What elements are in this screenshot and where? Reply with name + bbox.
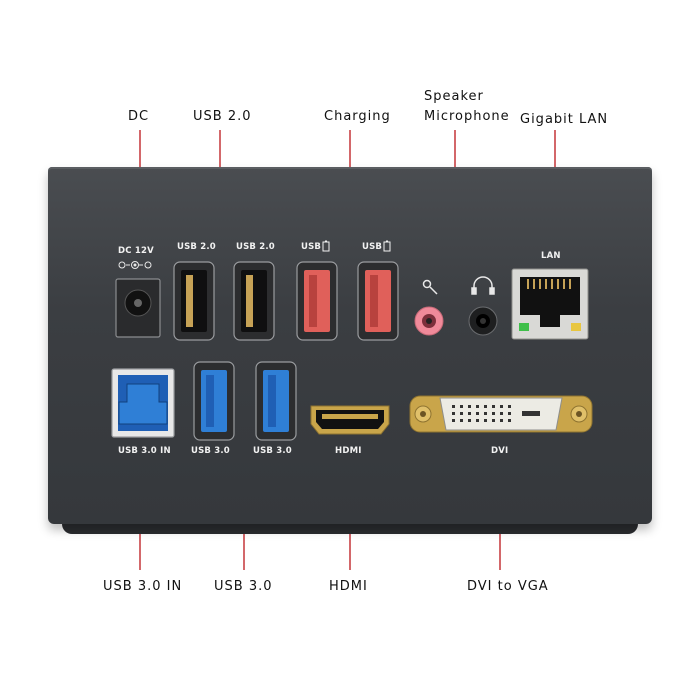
callout-gigabit-lan: Gigabit LAN [520, 112, 609, 127]
callout-usb30-in: USB 3.0 IN [103, 579, 183, 594]
microphone-icon [422, 279, 438, 295]
dvi-port[interactable] [409, 395, 593, 433]
callout-dc: DC [128, 109, 150, 124]
usb20-port-2[interactable] [233, 261, 275, 341]
panel-label-charge-a: USB [301, 242, 322, 252]
callout-dvi-to-vga: DVI to VGA [467, 579, 549, 594]
usb20-port-1[interactable] [173, 261, 215, 341]
headphone-icon [471, 276, 495, 295]
callout-usb30: USB 3.0 [214, 579, 273, 594]
callout-microphone: Microphone [424, 109, 510, 124]
lan-link-led [519, 323, 529, 331]
lan-activity-led [571, 323, 581, 331]
usb30-port-2[interactable] [255, 361, 297, 441]
callout-charging: Charging [324, 109, 391, 124]
battery-icon [322, 240, 391, 252]
lan-port[interactable] [511, 268, 589, 340]
panel-label-dc: DC 12V [118, 246, 154, 256]
usb30-port-1[interactable] [193, 361, 235, 441]
dc-power-jack[interactable] [115, 278, 161, 338]
panel-label-usb20-b: USB 2.0 [236, 242, 275, 252]
panel-label-usb30-b: USB 3.0 [253, 446, 292, 456]
charging-port-1[interactable] [296, 261, 338, 341]
callout-hdmi: HDMI [329, 579, 368, 594]
docking-station-back-panel [48, 167, 652, 524]
callout-speaker: Speaker [424, 89, 484, 104]
callout-usb20: USB 2.0 [193, 109, 252, 124]
hdmi-port[interactable] [310, 405, 390, 435]
microphone-jack[interactable] [414, 306, 444, 336]
panel-label-usb20-a: USB 2.0 [177, 242, 216, 252]
dc-polarity-icon [118, 261, 152, 269]
panel-label-lan: LAN [541, 251, 561, 261]
panel-label-dvi: DVI [491, 446, 509, 456]
speaker-jack[interactable] [468, 306, 498, 336]
charging-port-2[interactable] [357, 261, 399, 341]
panel-label-usb30-in: USB 3.0 IN [118, 446, 171, 456]
panel-label-hdmi: HDMI [335, 446, 362, 456]
panel-label-charge-b: USB [362, 242, 383, 252]
usb30-in-port[interactable] [111, 368, 175, 438]
panel-label-usb30-a: USB 3.0 [191, 446, 230, 456]
